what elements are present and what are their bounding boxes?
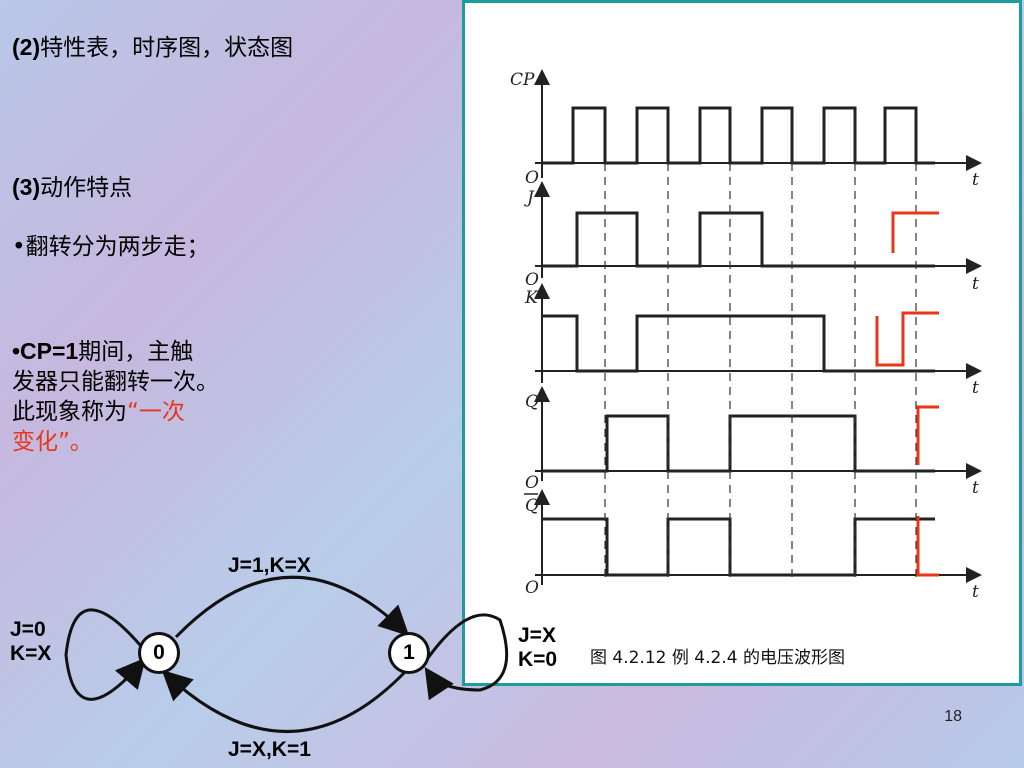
arc-0-to-1 — [174, 575, 410, 639]
qbar-t-label: t — [972, 582, 979, 602]
cp-t-label: t — [972, 170, 979, 190]
bullet-line4-period: 。 — [69, 429, 93, 455]
qbar-origin: O — [525, 578, 539, 598]
bullet-line4-highlight: 变化” — [12, 429, 70, 455]
clock-edge-dashes — [604, 163, 917, 583]
bullet-one-change-line3: 此现象称为“一次 — [12, 397, 219, 427]
cp-waveform — [542, 106, 935, 165]
bullet-line1-text: 期间，主触 — [78, 339, 194, 365]
k-label: K — [524, 288, 539, 308]
waveform-figure: CP O t J O t K t Q O t — [462, 0, 1022, 686]
bullet-one-change-line2: 发器只能翻转一次。 — [12, 369, 219, 395]
self-loop-1 — [424, 613, 509, 701]
bullet-one-change: •CP=1期间，主触 发器只能翻转一次。 此现象称为“一次 变化”。 — [12, 336, 219, 457]
self-loop-1-line1: J=X — [518, 624, 556, 647]
j-t-label: t — [972, 274, 979, 294]
heading-action-prefix: (3) — [12, 174, 41, 200]
top-transition-label: J=1,K=X — [228, 554, 311, 577]
red-annotations — [875, 211, 939, 577]
q-origin: O — [525, 473, 539, 493]
heading-action-features: (3)动作特点 — [12, 172, 132, 203]
state-node-0: 0 — [138, 632, 180, 674]
heading-action-text: 动作特点 — [40, 175, 133, 201]
self-loop-0-line1: J=0 — [10, 618, 46, 641]
k-t-label: t — [972, 378, 979, 398]
j-label: J — [524, 188, 535, 208]
bottom-transition-label: J=X,K=1 — [228, 738, 311, 761]
q-label: Q — [525, 392, 539, 412]
qbar-red-bracket — [916, 516, 939, 577]
q-red-bracket — [916, 405, 939, 465]
page-number: 18 — [944, 708, 962, 725]
cp-label: CP — [510, 70, 535, 90]
bullet-line3-highlight: “一次 — [127, 399, 185, 425]
self-loop-0 — [64, 608, 146, 701]
self-loop-0-line2: K=X — [10, 642, 52, 665]
figure-caption: 图 4.2.12 例 4.2.4 的电压波形图 — [590, 648, 845, 668]
self-loop-1-label: J=X K=0 — [518, 624, 557, 672]
bullet-two-steps: •翻转分为两步走； — [12, 234, 210, 260]
state-node-1: 1 — [388, 632, 430, 674]
arc-1-to-0 — [161, 669, 407, 733]
self-loop-0-label: J=0 K=X — [10, 618, 51, 666]
bullet-cp-prefix: •CP=1 — [12, 338, 79, 364]
q-t-label: t — [972, 478, 979, 498]
self-loop-1-line2: K=0 — [518, 648, 558, 671]
bullet-one-change-line1: •CP=1期间，主触 — [12, 336, 219, 367]
bullet-one-change-line4: 变化”。 — [12, 427, 219, 457]
bullet-line3-text: 此现象称为 — [12, 399, 127, 425]
heading-characteristic-text: 特性表，时序图，状态图 — [40, 35, 294, 61]
j-red-pulse — [891, 211, 939, 253]
k-red-pulse — [875, 311, 939, 367]
heading-characteristic: (2)特性表，时序图，状态图 — [12, 32, 293, 63]
k-waveform — [542, 314, 935, 373]
qbar-label: Q — [525, 496, 539, 516]
heading-characteristic-prefix: (2) — [12, 34, 41, 60]
waveform-svg: CP O t J O t K t Q O t — [510, 69, 982, 668]
